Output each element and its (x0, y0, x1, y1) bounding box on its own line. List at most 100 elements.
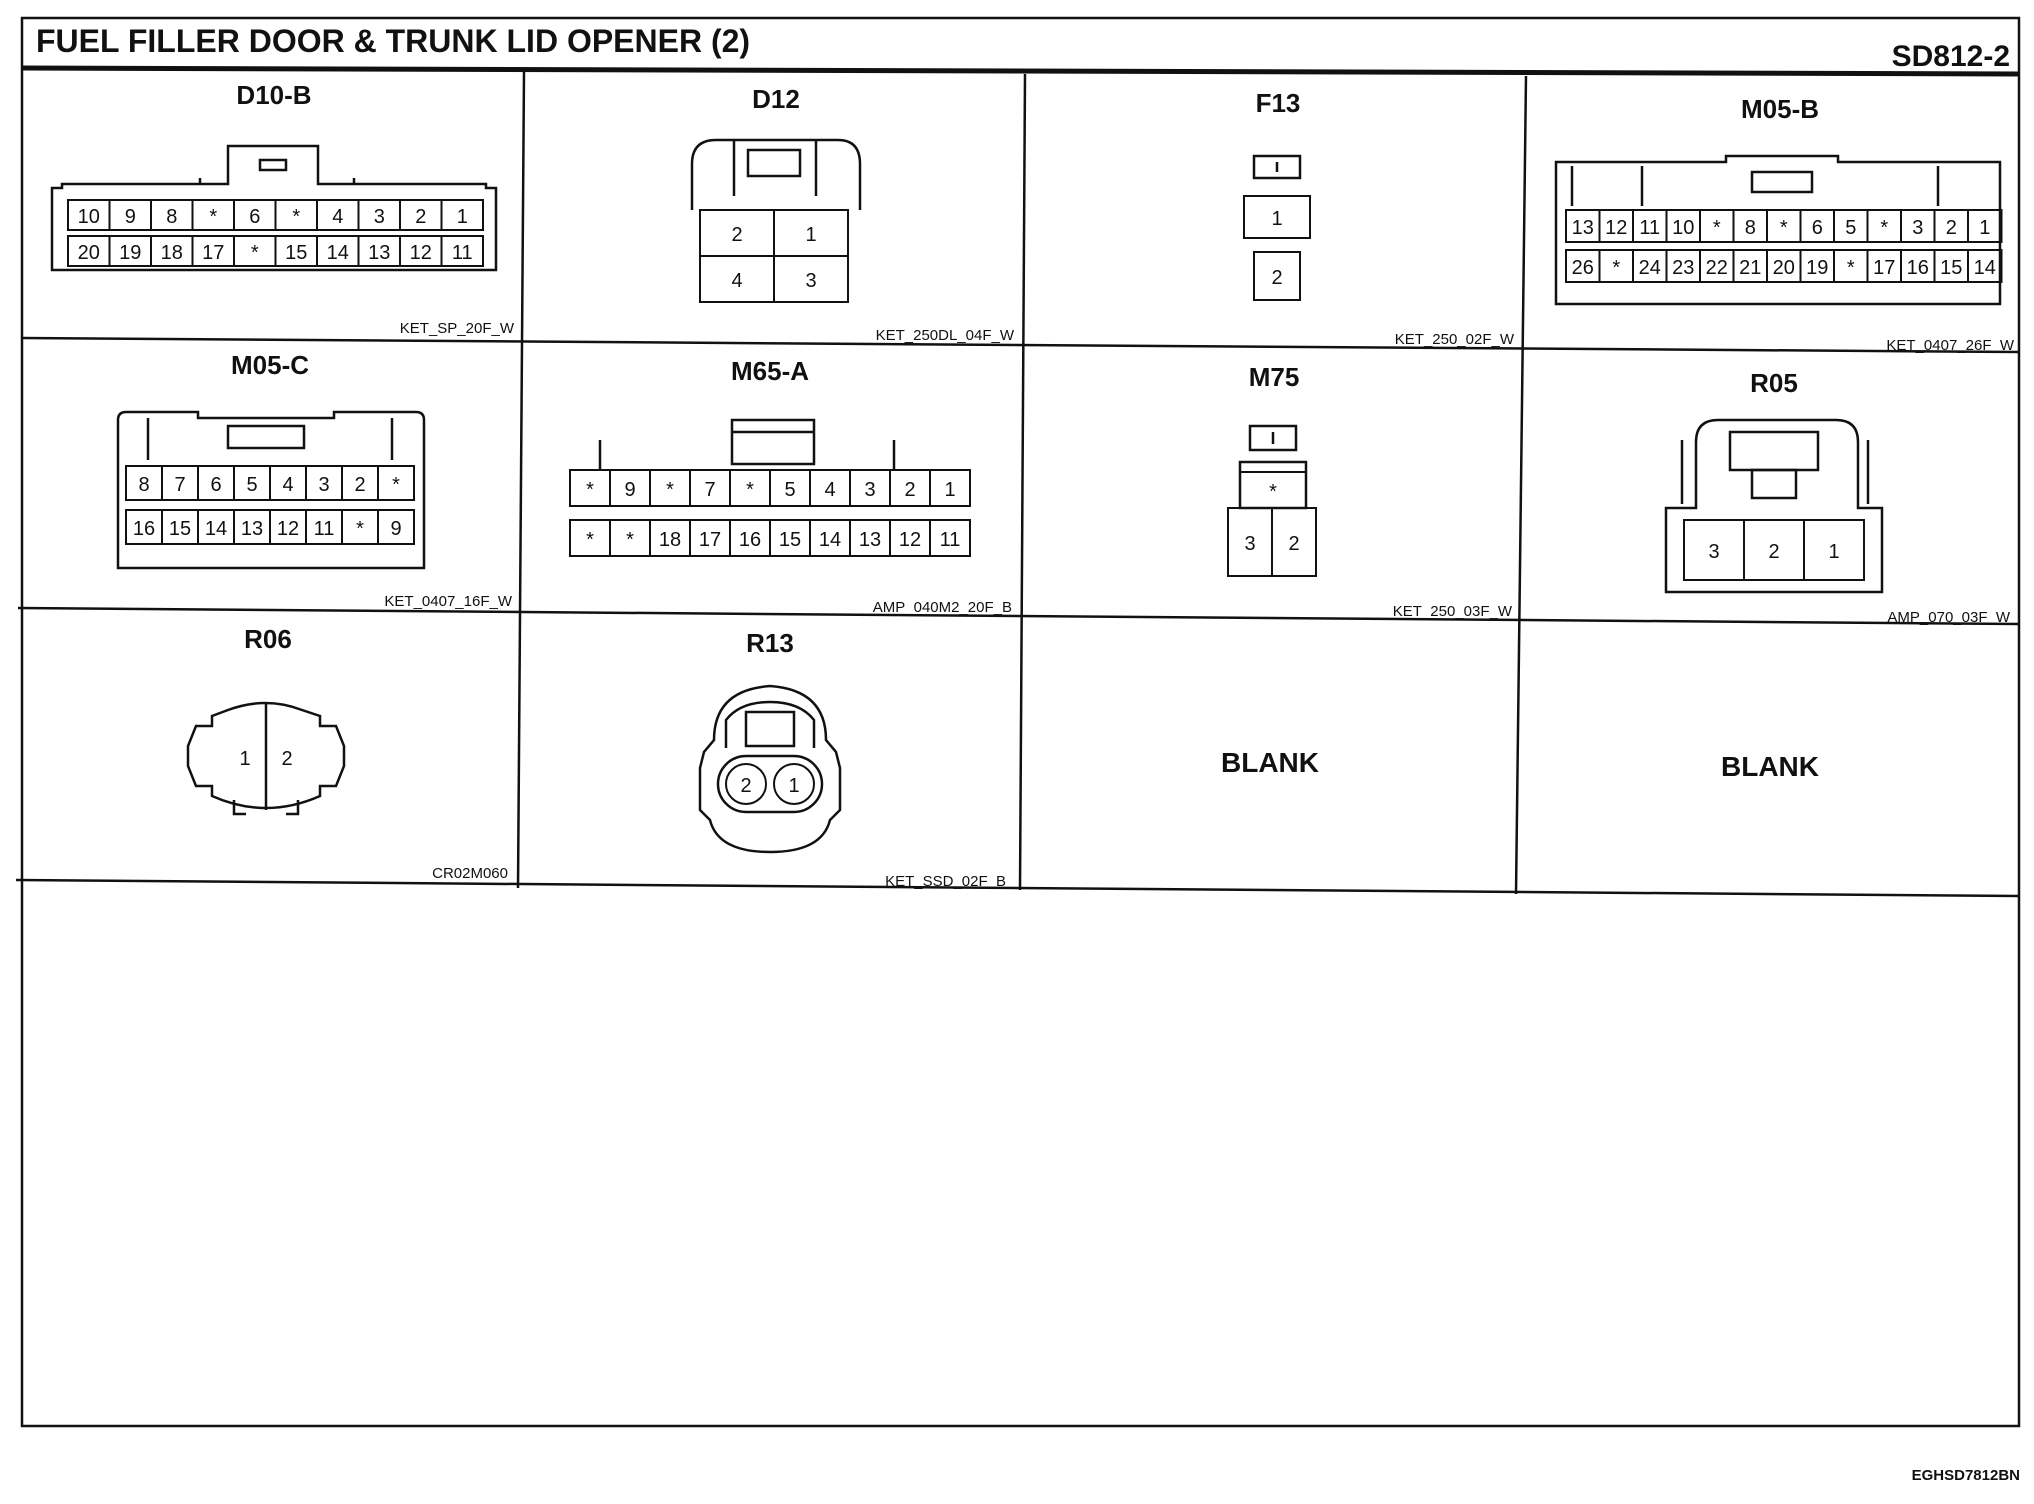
pin-number: 1 (1828, 541, 1839, 563)
pin-number: 2 (1946, 217, 1957, 239)
pin-number: * (1612, 257, 1620, 279)
pin-number: 5 (246, 474, 257, 496)
pin-number: * (251, 242, 259, 264)
pin-number: 1 (1979, 217, 1990, 239)
pin-number: 22 (1706, 257, 1728, 279)
grid-line (15, 878, 2020, 898)
pin-number: 7 (704, 479, 715, 501)
pin-cavity (725, 763, 767, 805)
grid-line (17, 606, 2020, 626)
part-number: KET_250DL_04F_W (876, 327, 1015, 344)
pin-number: 24 (1639, 257, 1661, 279)
pin-number: 26 (1572, 257, 1594, 279)
pin-number: * (292, 206, 300, 228)
pin-number: 10 (78, 206, 100, 228)
pin-number: 14 (1974, 257, 1996, 279)
connector-label: F13 (1256, 88, 1301, 118)
pin-number: 2 (354, 474, 365, 496)
pin-number: 2 (1288, 533, 1299, 555)
pin-number: 13 (859, 529, 881, 551)
pin-number: 3 (864, 479, 875, 501)
pin-number: 8 (166, 206, 177, 228)
part-number: AMP_070_03F_W (1887, 609, 2010, 626)
pin-number: 13 (1572, 217, 1594, 239)
pin-number: 6 (249, 206, 260, 228)
pin-number: 2 (904, 479, 915, 501)
grid-line (516, 71, 526, 889)
pin-number: 15 (169, 518, 191, 540)
pin-number: 11 (452, 242, 473, 264)
pin-number: 9 (125, 206, 136, 228)
pin-number: 11 (1639, 217, 1660, 239)
pin-number: 11 (314, 518, 335, 540)
pin-number: 14 (819, 529, 841, 551)
pin-number: 18 (161, 242, 183, 264)
pin-number: 1 (1271, 208, 1282, 230)
pin-number: 15 (1940, 257, 1962, 279)
connector-f13: F13 12 KET_250_02F_W (1243, 88, 1515, 348)
pin-number: 11 (940, 529, 961, 551)
pin-number: 8 (1745, 217, 1756, 239)
pin-number: * (666, 479, 674, 501)
pin-number: 14 (327, 242, 349, 264)
pin-number: 18 (659, 529, 681, 551)
pin-number: 15 (779, 529, 801, 551)
pin-cavity (377, 465, 415, 501)
pin-number: 16 (1907, 257, 1929, 279)
pin-number: 12 (1605, 217, 1627, 239)
pin-number: 6 (210, 474, 221, 496)
pin-number: 1 (788, 775, 799, 797)
pin-number: 3 (1912, 217, 1923, 239)
connector-label: M05-B (1741, 94, 1819, 124)
pin-cavity (773, 255, 849, 303)
pin-number: 20 (1773, 257, 1795, 279)
pin-number: 2 (1271, 267, 1282, 289)
pin-number: * (356, 518, 364, 540)
connector-label: D12 (752, 84, 800, 114)
pin-number: 6 (1812, 217, 1823, 239)
pin-cavity (1253, 251, 1301, 301)
pin-number: 20 (78, 242, 100, 264)
connector-label: R05 (1750, 368, 1798, 398)
sheet-frame (20, 16, 2021, 1428)
pin-number: 2 (415, 206, 426, 228)
pin-number: 8 (138, 474, 149, 496)
pin-number: 9 (624, 479, 635, 501)
pin-number: 17 (1873, 257, 1895, 279)
connector-label: M05-C (231, 350, 309, 380)
pin-number: * (1880, 217, 1888, 239)
pin-number: 13 (241, 518, 263, 540)
pin-number: 16 (739, 529, 761, 551)
pin-cavity (1243, 195, 1311, 239)
pin-cavity (440, 235, 484, 267)
pin-number: 1 (805, 224, 816, 246)
grid-line (21, 336, 2020, 354)
pin-cavity (929, 469, 971, 507)
pin-cavity (773, 763, 815, 805)
pin-cavity (1803, 519, 1865, 581)
pin-number: 21 (1739, 257, 1761, 279)
pin-cavity (1967, 209, 2003, 243)
pin-number: 3 (805, 270, 816, 292)
connector-label: R06 (244, 624, 292, 654)
pin-number: * (392, 474, 400, 496)
pin-number: 10 (1672, 217, 1694, 239)
pin-number: 1 (239, 748, 250, 770)
pin-cavity (440, 199, 484, 231)
pin-number: * (209, 206, 217, 228)
pin-number: 7 (174, 474, 185, 496)
pin-cavity (377, 509, 415, 545)
pin-number: 19 (1806, 257, 1828, 279)
pin-number: 17 (699, 529, 721, 551)
pin-number: 16 (133, 518, 155, 540)
header-divider (21, 65, 2020, 77)
blank-label: BLANK (1221, 747, 1319, 778)
pin-number: 2 (740, 775, 751, 797)
pin-number: 2 (731, 224, 742, 246)
